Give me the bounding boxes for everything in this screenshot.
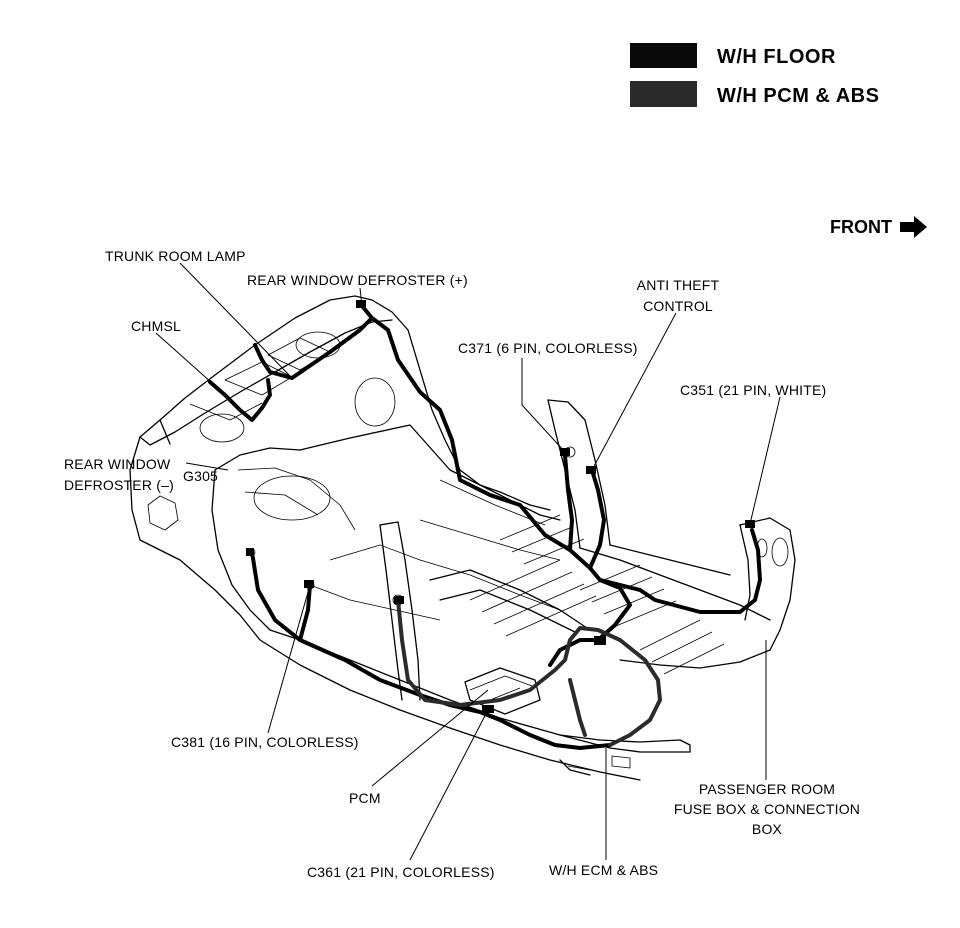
legend: W/H FLOOR W/H PCM & ABS: [630, 43, 879, 107]
legend-label-floor: W/H FLOOR: [717, 46, 836, 68]
legend-item-pcm-abs: W/H PCM & ABS: [630, 81, 879, 107]
label-passenger-room-3: BOX: [752, 821, 783, 837]
label-c351: C351 (21 PIN, WHITE): [680, 382, 826, 398]
connector-antitheft: [586, 466, 596, 474]
callouts: TRUNK ROOM LAMP REAR WINDOW DEFROSTER (+…: [64, 248, 860, 880]
label-c361: C361 (21 PIN, COLORLESS): [307, 864, 495, 880]
connector-pcm: [394, 596, 404, 604]
leader-c361: [409, 709, 489, 861]
legend-swatch-floor: [630, 43, 697, 68]
leader-c381: [267, 584, 311, 734]
legend-label-pcm-abs: W/H PCM & ABS: [717, 85, 879, 107]
harness-pcm-branch: [568, 678, 587, 737]
label-anti-theft-1: ANTI THEFT: [637, 277, 720, 293]
label-passenger-room-1: PASSENGER ROOM: [699, 781, 835, 797]
front-arrow-icon: [900, 216, 927, 238]
leader-g305: [185, 462, 229, 471]
label-rear-window-defroster-neg-2: DEFROSTER (–): [64, 477, 174, 493]
leader-c371: [521, 358, 566, 453]
label-c371: C371 (6 PIN, COLORLESS): [458, 340, 638, 356]
harness-floor-chmsl: [208, 378, 272, 422]
front-indicator: FRONT: [830, 216, 927, 238]
connector-defroster-pos: [356, 300, 366, 308]
label-trunk-room-lamp: TRUNK ROOM LAMP: [105, 248, 246, 264]
wire-harness: [208, 300, 762, 750]
label-anti-theft-2: CONTROL: [643, 298, 713, 314]
label-rear-window-defroster-neg-1: REAR WINDOW: [64, 456, 171, 472]
legend-swatch-pcm-abs: [630, 81, 697, 107]
harness-floor-branch-c371: [563, 453, 574, 552]
label-passenger-room-2: FUSE BOX & CONNECTION: [674, 801, 860, 817]
leader-lines: [155, 262, 781, 861]
connector-fusebox: [594, 636, 606, 645]
leader-chmsl: [155, 332, 223, 393]
connector-g305: [246, 548, 254, 556]
leader-pcm: [371, 689, 489, 787]
label-c381: C381 (16 PIN, COLORLESS): [171, 734, 359, 750]
label-g305: G305: [183, 468, 218, 484]
connector-c361: [482, 705, 494, 713]
front-label: FRONT: [830, 217, 892, 237]
leader-trunk-room-lamp: [179, 262, 293, 379]
harness-pcm-abs: [396, 598, 662, 747]
harness-floor-main: [360, 304, 762, 614]
label-rear-window-defroster-pos: REAR WINDOW DEFROSTER (+): [247, 272, 468, 288]
harness-floor-c381: [298, 583, 312, 642]
leader-rear-window-defroster-pos: [359, 287, 363, 307]
harness-floor-center: [548, 578, 632, 667]
leader-anti-theft: [591, 312, 677, 471]
label-chmsl: CHMSL: [131, 318, 181, 334]
label-wh-ecm-abs: W/H ECM & ABS: [549, 862, 658, 878]
harness-floor-branch-antitheft: [588, 468, 606, 570]
leader-c351: [749, 396, 781, 525]
legend-item-floor: W/H FLOOR: [630, 43, 836, 68]
label-pcm: PCM: [349, 790, 381, 806]
connector-c381: [304, 580, 314, 588]
harness-floor-rear-left: [253, 316, 374, 380]
